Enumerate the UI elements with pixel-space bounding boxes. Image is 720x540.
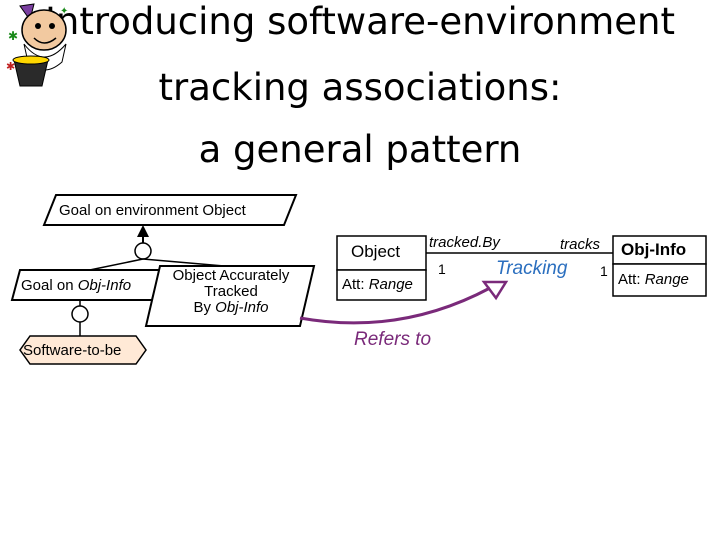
refers-to-label: Refers to — [354, 329, 432, 350]
left-goal-obj: Obj-Info — [77, 277, 132, 294]
refinement-arrowhead — [137, 225, 149, 237]
root-goal-label: Goal on environment Object — [59, 202, 246, 219]
middle-goal-line-1: Object Accurately — [172, 267, 290, 284]
title-line-2: tracking associations: — [158, 66, 562, 109]
root-goal-shape — [42, 194, 298, 226]
middle-goal-line-2: Tracked — [204, 283, 258, 300]
objinfo-entity-box — [612, 235, 707, 265]
refinement-node — [134, 242, 152, 260]
middle-goal-line-3: By Obj-Info — [156, 300, 306, 316]
middle-goal-shape — [144, 265, 316, 327]
object-attr-value: Range — [368, 276, 413, 293]
right-role-label: tracks — [560, 236, 601, 253]
association-name: Tracking — [496, 258, 568, 279]
objinfo-attr-box — [612, 263, 707, 297]
left-goal-label: Goal on Obj-Info — [21, 277, 131, 294]
middle-goal-line-3-obj: Obj-Info — [215, 299, 269, 316]
agent-label: Software-to-be — [23, 342, 122, 359]
left-multiplicity: 1 — [438, 261, 446, 277]
objinfo-attr-value: Range — [644, 271, 689, 288]
object-attr-prefix: Att: — [342, 276, 369, 293]
left-goal-prefix: Goal on — [21, 277, 78, 294]
object-attr-label: Att: Range — [342, 276, 413, 293]
title-line-1: Introducing software-environment — [44, 0, 676, 43]
svg-text:✦: ✦ — [60, 6, 68, 17]
svg-text:✱: ✱ — [6, 61, 15, 73]
right-multiplicity: 1 — [600, 263, 608, 279]
refers-to-link — [299, 286, 491, 325]
title-line-3: a general pattern — [198, 128, 522, 171]
objinfo-attr-prefix: Att: — [618, 271, 645, 288]
objinfo-attr-label: Att: Range — [618, 271, 689, 288]
wizard-mascot-icon: ✱ ✱ ✦ — [6, 3, 68, 87]
middle-goal-line-3-prefix: By — [193, 299, 216, 316]
left-role-label: tracked.By — [429, 234, 500, 251]
object-attr-box — [336, 269, 427, 301]
agent-shape — [19, 335, 147, 365]
middle-goal-label: Object Accurately Tracked By Obj-Info — [156, 268, 306, 316]
objinfo-entity-label: Obj-Info — [621, 240, 687, 259]
object-entity-label: Object — [351, 242, 401, 261]
responsibility-node — [71, 305, 89, 323]
refers-to-arrowhead — [481, 280, 509, 301]
svg-text:✱: ✱ — [8, 29, 18, 43]
